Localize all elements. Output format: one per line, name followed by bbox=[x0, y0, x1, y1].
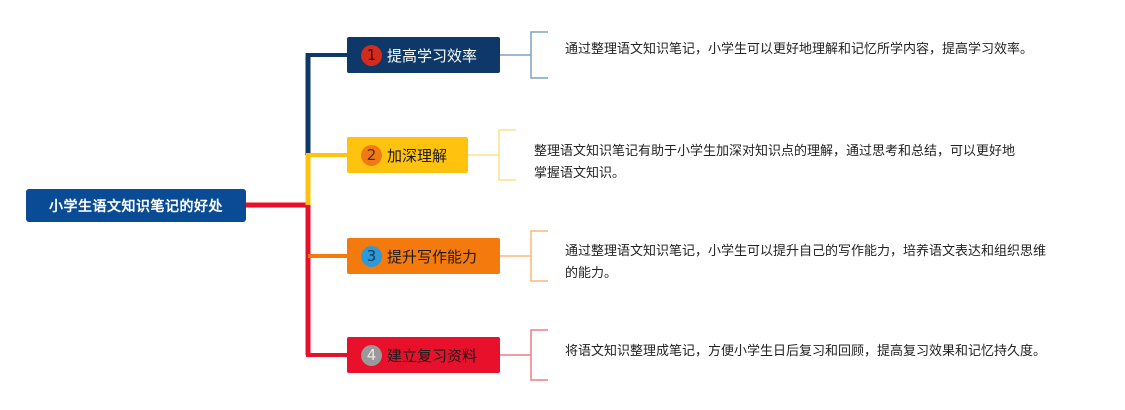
root-label: 小学生语文知识笔记的好处 bbox=[49, 198, 223, 215]
root-node[interactable]: 小学生语文知识笔记的好处 bbox=[26, 189, 246, 222]
detail-bracket-4 bbox=[530, 329, 548, 381]
branch-description-1: 通过整理语文知识笔记，小学生可以更好地理解和记忆所学内容，提高学习效率。 bbox=[565, 42, 1034, 57]
number-badge-3: 3 bbox=[361, 245, 382, 267]
branch-description-3: 通过整理语文知识笔记，小学生可以提升自己的写作能力，培养语文表达和组织思维的能力… bbox=[565, 244, 1047, 281]
branch-label-1: 提高学习效率 bbox=[387, 46, 478, 65]
branch-node-2[interactable]: 2 加深理解 bbox=[347, 137, 468, 173]
number-badge-4: 4 bbox=[361, 344, 382, 366]
branch-node-4[interactable]: 4 建立复习资料 bbox=[347, 337, 500, 373]
branch-node-3[interactable]: 3 提升写作能力 bbox=[347, 238, 500, 274]
detail-bracket-1 bbox=[530, 31, 548, 79]
branch-label-2: 加深理解 bbox=[387, 146, 448, 165]
detail-bracket-2 bbox=[498, 129, 516, 181]
number-badge-1: 1 bbox=[361, 44, 382, 66]
branch-node-1[interactable]: 1 提高学习效率 bbox=[347, 37, 500, 73]
branch-description-4: 将语文知识整理成笔记，方便小学生日后复习和回顾，提高复习效果和记忆持久度。 bbox=[565, 344, 1047, 359]
number-badge-2: 2 bbox=[361, 144, 382, 166]
detail-bracket-3 bbox=[530, 230, 548, 282]
branch-description-2: 整理语文知识笔记有助于小学生加深对知识点的理解，通过思考和总结，可以更好地掌握语… bbox=[534, 144, 1016, 181]
branch-label-4: 建立复习资料 bbox=[387, 346, 478, 365]
branch-label-3: 提升写作能力 bbox=[387, 247, 478, 266]
